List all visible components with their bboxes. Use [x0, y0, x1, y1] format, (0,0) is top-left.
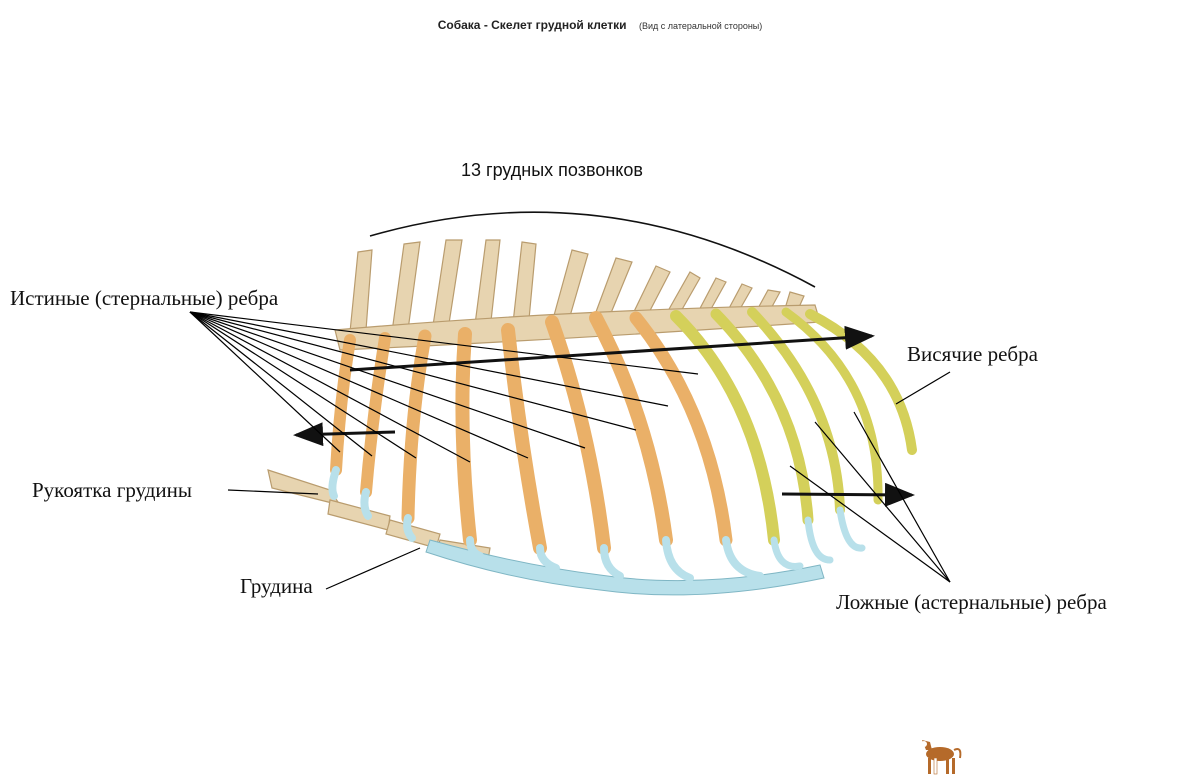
arrow-dorsal: [349, 325, 875, 372]
diagram-subtitle: (Вид с латеральной стороны): [638, 21, 763, 31]
arrow-caudal: [781, 482, 915, 507]
floating-ribs: [781, 307, 917, 505]
arrow-cranial: [293, 422, 396, 447]
rib-cartilages: [328, 466, 764, 582]
dog-icon: [921, 740, 962, 775]
false-ribs: [670, 307, 845, 546]
sternum-bones: [267, 469, 491, 561]
sternum-label: Грудина: [240, 574, 313, 598]
floating-ribs-leader-line: [895, 371, 951, 405]
vertebrae-arc: [369, 211, 816, 288]
sternum-leader-line: [325, 547, 421, 590]
true-ribs-label: Истиные (стернальные) ребра: [10, 286, 279, 310]
diagram-title: Собака - Скелет грудной клетки: [437, 18, 627, 32]
manubrium-label: Рукоятка грудины: [32, 478, 192, 502]
floating-rib: [805, 309, 917, 455]
false-rib: [747, 307, 845, 515]
floating-ribs-label: Висячие ребра: [907, 342, 1038, 366]
true-rib: [501, 323, 547, 555]
true-rib: [360, 332, 391, 498]
true-rib: [401, 329, 432, 525]
manubrium-leader-line: [227, 489, 319, 495]
false-rib: [670, 310, 780, 546]
floating-rib: [781, 307, 883, 505]
direction-arrows: [293, 325, 915, 507]
false-rib: [710, 308, 814, 526]
false-ribs-label: Ложные (астернальные) ребра: [836, 590, 1107, 614]
false-ribs-leader-lines: [789, 411, 951, 583]
true-ribs: [330, 311, 733, 555]
true-ribs-leader-lines: [189, 311, 699, 463]
true-rib: [545, 315, 611, 555]
false-rib-cartilages: [770, 506, 866, 570]
true-rib: [589, 311, 673, 547]
true-rib: [629, 311, 733, 547]
vertebrae-label: 13 грудных позвонков: [461, 160, 643, 180]
true-rib: [455, 327, 477, 547]
diagram-header: Собака - Скелет грудной клетки (Вид с ла…: [0, 16, 1200, 34]
